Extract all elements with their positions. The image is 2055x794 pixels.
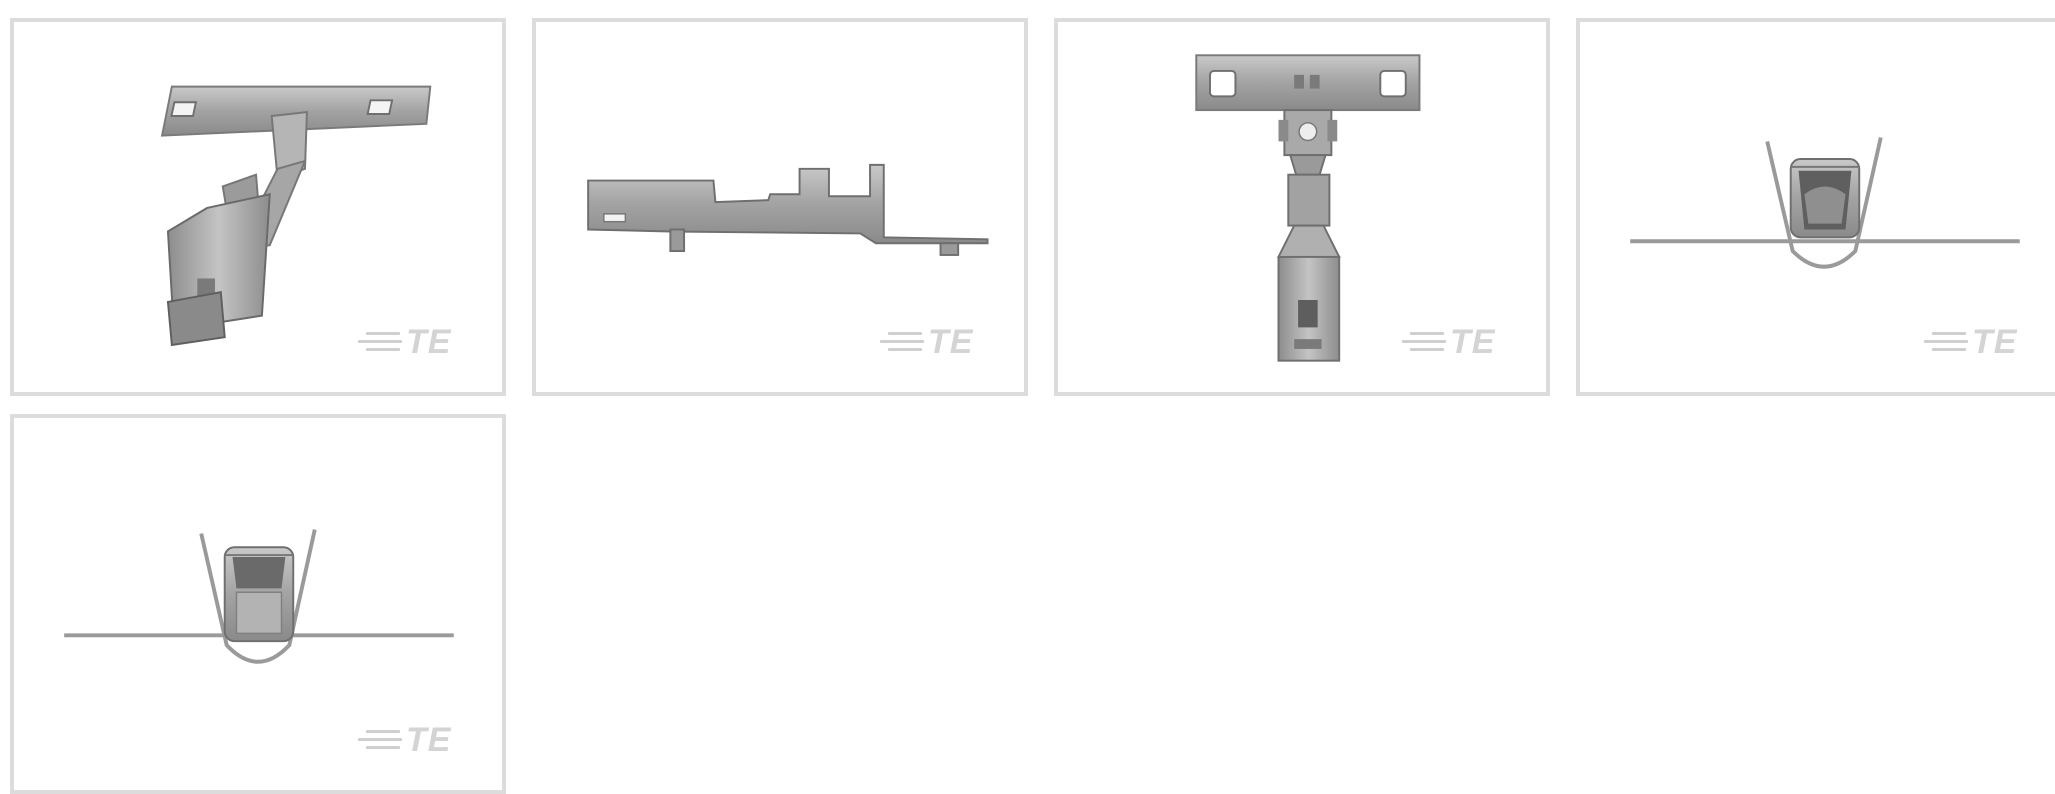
te-logo: TE xyxy=(1922,324,2030,360)
terminal-isometric-image xyxy=(160,85,432,347)
te-logo-text: TE xyxy=(406,721,452,759)
product-thumbnail-side[interactable]: TE xyxy=(532,18,1028,396)
terminal-front-image xyxy=(1630,137,2020,269)
te-logo: TE xyxy=(878,324,986,360)
terminal-side-image xyxy=(587,163,989,256)
te-logo-text: TE xyxy=(1450,323,1496,361)
te-logo: TE xyxy=(1400,324,1508,360)
product-thumbnail-front[interactable]: TE xyxy=(1576,18,2055,396)
product-thumbnail-top[interactable]: TE xyxy=(1054,18,1550,396)
te-logo: TE xyxy=(356,722,464,758)
te-logo-text: TE xyxy=(928,323,974,361)
terminal-top-image xyxy=(1195,54,1421,362)
terminal-rear-image xyxy=(64,529,454,664)
te-logo: TE xyxy=(356,324,464,360)
product-thumbnail-isometric[interactable]: TE xyxy=(10,18,506,396)
te-logo-text: TE xyxy=(406,323,452,361)
te-logo-text: TE xyxy=(1972,323,2018,361)
product-thumbnail-rear[interactable]: TE xyxy=(10,414,506,794)
